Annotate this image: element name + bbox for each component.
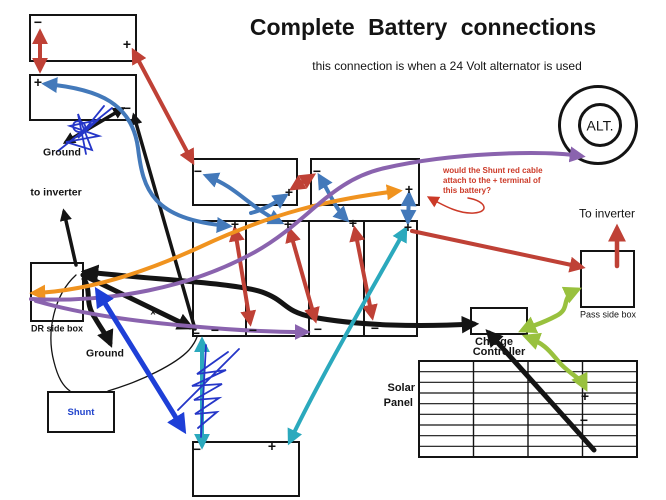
alternator-outer-circle — [558, 85, 638, 165]
alternator-inner-circle — [578, 103, 622, 147]
battery-bank-divider — [363, 220, 365, 337]
battery-bank-divider — [245, 220, 247, 337]
dr-side-box — [30, 262, 84, 322]
battery-top-1 — [29, 14, 137, 62]
charge-controller-box — [470, 307, 528, 335]
battery-mid-right — [310, 158, 420, 206]
battery-bottom — [192, 441, 300, 497]
battery-mid-left — [192, 158, 298, 206]
pass-side-box — [580, 250, 635, 308]
battery-top-2 — [29, 74, 137, 121]
battery-bank-divider — [308, 220, 310, 337]
battery-bank — [192, 220, 418, 337]
shunt-box — [47, 391, 115, 433]
